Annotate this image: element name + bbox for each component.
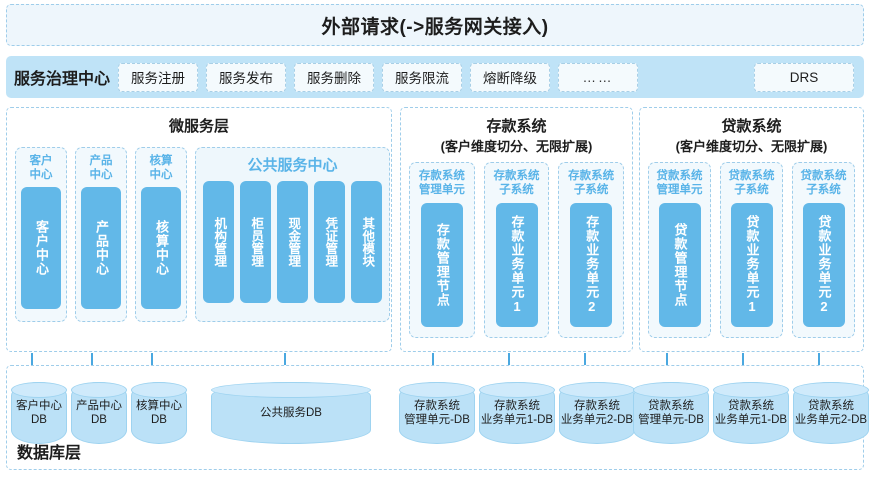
panel-microservice-body: 客户 中心 客户中心 产品 中心 产品中心 核算 中心 核算中心 公共服务中心 …	[7, 137, 391, 322]
unit-deposit-subsystem-1-label: 存款系统 子系统	[493, 170, 540, 196]
block-deposit-business-unit-1: 存款业务单元1	[495, 203, 538, 327]
panel-deposit-head: 存款系统 (客户维度切分、无限扩展)	[401, 108, 632, 156]
module-cash-management[interactable]: 现金管理	[277, 181, 308, 303]
unit-deposit-subsystem-1[interactable]: 存款系统 子系统 存款业务单元1	[483, 162, 550, 338]
panel-microservice-title: 微服务层	[168, 118, 229, 135]
unit-loan-management-label: 贷款系统 管理单元	[656, 170, 703, 196]
unit-deposit-management-label: 存款系统 管理单元	[418, 170, 465, 196]
external-request-title: 外部请求(->服务网关接入)	[321, 16, 549, 38]
db-deposit-business-unit-2[interactable]: 存款系统 业务单元2-DB	[559, 382, 635, 444]
db-loan-management-unit-label: 贷款系统 管理单元-DB	[638, 400, 704, 426]
block-deposit-management-node: 存款管理节点	[420, 203, 463, 327]
public-service-center-title: 公共服务中心	[247, 157, 338, 174]
db-customer-center-label: 客户中心 DB	[16, 400, 62, 426]
db-accounting-center-label: 核算中心 DB	[136, 400, 182, 426]
db-cylinder-cap-icon	[479, 382, 555, 398]
public-service-modules: 机构管理 柜员管理 现金管理 凭证管理 其他模块	[203, 181, 382, 303]
panel-deposit-body: 存款系统 管理单元 存款管理节点 存款系统 子系统 存款业务单元1 存款系统 子…	[401, 156, 632, 338]
db-cylinder-cap-icon	[131, 382, 187, 398]
module-teller-management[interactable]: 柜员管理	[240, 181, 271, 303]
db-deposit-management-unit-label: 存款系统 管理单元-DB	[404, 400, 470, 426]
db-cylinder-cap-icon	[399, 382, 475, 398]
db-accounting-center[interactable]: 核算中心 DB	[131, 382, 187, 444]
db-deposit-business-unit-1[interactable]: 存款系统 业务单元1-DB	[479, 382, 555, 444]
unit-loan-management[interactable]: 贷款系统 管理单元 贷款管理节点	[648, 162, 711, 338]
db-deposit-business-unit-2-label: 存款系统 业务单元2-DB	[560, 400, 634, 426]
module-org-management[interactable]: 机构管理	[203, 181, 234, 303]
db-loan-business-unit-1-label: 贷款系统 业务单元1-DB	[714, 400, 788, 426]
unit-product-center[interactable]: 产品 中心 产品中心	[75, 147, 127, 322]
db-cylinder-cap-icon	[713, 382, 789, 398]
gov-button-delete[interactable]: 服务删除	[294, 62, 375, 92]
db-loan-management-unit[interactable]: 贷款系统 管理单元-DB	[633, 382, 709, 444]
db-cylinder-cap-icon	[559, 382, 635, 398]
unit-loan-subsystem-2[interactable]: 贷款系统 子系统 贷款业务单元2	[792, 162, 855, 338]
db-public-service-label: 公共服务DB	[260, 407, 322, 419]
gov-button-register[interactable]: 服务注册	[118, 62, 199, 92]
db-cylinder-cap-icon	[11, 382, 67, 398]
gov-button-more[interactable]: ……	[558, 62, 639, 92]
gov-button-publish[interactable]: 服务发布	[206, 62, 287, 92]
unit-deposit-management[interactable]: 存款系统 管理单元 存款管理节点	[409, 162, 475, 338]
unit-accounting-center-label: 核算 中心	[149, 155, 173, 181]
panel-loan-body: 贷款系统 管理单元 贷款管理节点 贷款系统 子系统 贷款业务单元1 贷款系统 子…	[640, 156, 863, 338]
unit-accounting-center[interactable]: 核算 中心 核算中心	[135, 147, 187, 322]
unit-deposit-subsystem-2[interactable]: 存款系统 子系统 存款业务单元2	[558, 162, 625, 338]
unit-loan-subsystem-2-label: 贷款系统 子系统	[800, 170, 847, 196]
gov-button-ratelimit[interactable]: 服务限流	[382, 62, 463, 92]
db-product-center-label: 产品中心 DB	[76, 400, 122, 426]
db-public-service[interactable]: 公共服务DB	[211, 382, 371, 444]
db-customer-center[interactable]: 客户中心 DB	[11, 382, 67, 444]
db-cylinder-cap-icon	[633, 382, 709, 398]
unit-loan-subsystem-1-label: 贷款系统 子系统	[728, 170, 775, 196]
panel-loan-subtitle: (客户维度切分、无限扩展)	[675, 139, 828, 154]
module-other[interactable]: 其他模块	[351, 181, 382, 303]
panel-loan-system: 贷款系统 (客户维度切分、无限扩展) 贷款系统 管理单元 贷款管理节点 贷款系统…	[639, 107, 864, 352]
gov-button-circuit-breaker[interactable]: 熔断降级	[470, 62, 551, 92]
unit-customer-center[interactable]: 客户 中心 客户中心	[15, 147, 67, 322]
db-deposit-business-unit-1-label: 存款系统 业务单元1-DB	[480, 400, 554, 426]
block-deposit-business-unit-2: 存款业务单元2	[570, 203, 613, 327]
db-loan-business-unit-2-label: 贷款系统 业务单元2-DB	[794, 400, 868, 426]
block-loan-management-node: 贷款管理节点	[658, 203, 701, 327]
db-loan-business-unit-1[interactable]: 贷款系统 业务单元1-DB	[713, 382, 789, 444]
block-loan-business-unit-2: 贷款业务单元2	[802, 203, 845, 327]
panel-deposit-subtitle: (客户维度切分、无限扩展)	[440, 139, 593, 154]
service-governance-title: 服务治理中心	[14, 71, 111, 88]
panel-loan-title: 贷款系统	[721, 118, 782, 135]
block-accounting-center: 核算中心	[141, 187, 181, 309]
module-voucher-management[interactable]: 凭证管理	[314, 181, 345, 303]
db-cylinder-cap-icon	[793, 382, 869, 398]
unit-customer-center-label: 客户 中心	[29, 155, 53, 181]
block-customer-center: 客户中心	[21, 187, 61, 309]
db-deposit-management-unit[interactable]: 存款系统 管理单元-DB	[399, 382, 475, 444]
panel-loan-head: 贷款系统 (客户维度切分、无限扩展)	[640, 108, 863, 156]
db-loan-business-unit-2[interactable]: 贷款系统 业务单元2-DB	[793, 382, 869, 444]
panel-deposit-title: 存款系统	[486, 118, 547, 135]
db-product-center[interactable]: 产品中心 DB	[71, 382, 127, 444]
gov-button-drs[interactable]: DRS	[754, 62, 854, 92]
db-cylinder-cap-icon	[71, 382, 127, 398]
database-layer-title: 数据库层	[17, 445, 82, 462]
panel-deposit-system: 存款系统 (客户维度切分、无限扩展) 存款系统 管理单元 存款管理节点 存款系统…	[400, 107, 633, 352]
panel-microservice-layer: 微服务层 客户 中心 客户中心 产品 中心 产品中心 核算 中心 核算中心 公共…	[6, 107, 392, 352]
service-governance-bar: 服务治理中心 服务注册 服务发布 服务删除 服务限流 熔断降级 …… DRS	[6, 56, 864, 98]
external-request-bar: 外部请求(->服务网关接入)	[6, 4, 864, 46]
db-cylinder-cap-icon	[211, 382, 371, 398]
public-service-center[interactable]: 公共服务中心 机构管理 柜员管理 现金管理 凭证管理 其他模块	[195, 147, 390, 322]
panel-microservice-head: 微服务层	[7, 108, 391, 137]
unit-product-center-label: 产品 中心	[89, 155, 113, 181]
unit-loan-subsystem-1[interactable]: 贷款系统 子系统 贷款业务单元1	[720, 162, 783, 338]
database-layer: 客户中心 DB 产品中心 DB 核算中心 DB 公共服务DB 存款系统 管理单元…	[6, 365, 869, 470]
block-product-center: 产品中心	[81, 187, 121, 309]
unit-deposit-subsystem-2-label: 存款系统 子系统	[568, 170, 615, 196]
block-loan-business-unit-1: 贷款业务单元1	[730, 203, 773, 327]
